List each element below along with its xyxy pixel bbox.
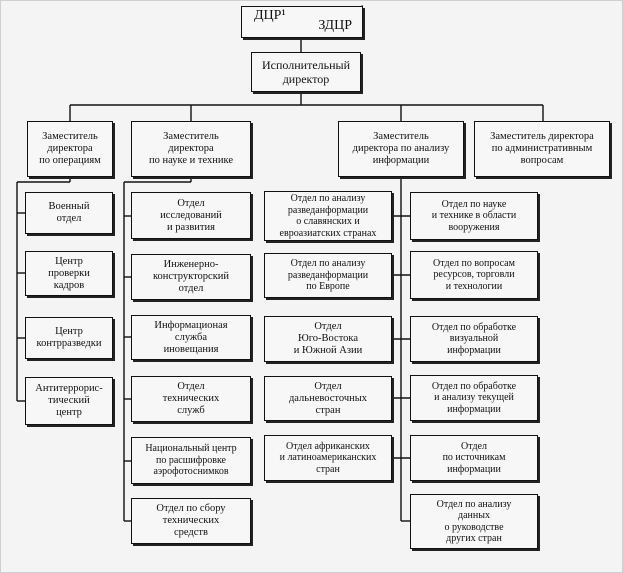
technical-services-dept-box: Отдел технических служб	[131, 376, 251, 422]
deputy-dcr-label: ЗДЦР	[318, 18, 352, 33]
africa-latin-america-box: Отдел африканских и латиноамериканских с…	[264, 435, 392, 481]
counterterrorism-center-box: Антитеррорис- тический центр	[25, 377, 113, 425]
military-dept-box: Военный отдел	[25, 192, 113, 234]
foreign-broadcast-service-box: Информационая служба иновещания	[131, 315, 251, 360]
imagery-processing-box: Отдел по обработке визуальной информации	[410, 316, 538, 362]
far-east-dept-box: Отдел дальневосточных стран	[264, 376, 392, 421]
photo-interpretation-center-box: Национальный центр по расшифровке аэрофо…	[131, 437, 251, 484]
director-box: ДЦР¹ ЗДЦР	[241, 6, 363, 38]
personnel-check-center-box: Центр проверки кадров	[25, 251, 113, 296]
europe-analysis-box: Отдел по анализу разведанформации по Евр…	[264, 253, 392, 298]
current-intel-analysis-box: Отдел по обработке и анализу текущей инф…	[410, 375, 538, 421]
technical-collection-dept-box: Отдел по сбору технических средств	[131, 498, 251, 544]
deputy-science-box: Заместитель директора по науке и технике	[131, 121, 251, 177]
dcr-label: ДЦР¹	[254, 8, 286, 23]
deputy-admin-box: Заместитель директора по административны…	[474, 121, 610, 177]
slavic-eurasian-analysis-box: Отдел по анализу разведанформации о слав…	[264, 191, 392, 241]
engineering-dept-box: Инженерно- конструкторский отдел	[131, 254, 251, 300]
executive-director-box: Исполнительный директор	[251, 52, 361, 92]
information-sources-box: Отдел по источникам информации	[410, 435, 538, 481]
resources-trade-tech-box: Отдел по вопросам ресурсов, торговли и т…	[410, 251, 538, 299]
foreign-leadership-analysis-box: Отдел по анализу данных о руководстве др…	[410, 494, 538, 549]
weapons-science-tech-box: Отдел по науке и технике в области воору…	[410, 192, 538, 240]
deputy-operations-box: Заместитель директора по операциям	[27, 121, 113, 177]
counterintelligence-center-box: Центр контрразведки	[25, 317, 113, 359]
deputy-analysis-box: Заместитель директора по анализу информа…	[338, 121, 464, 177]
southeast-south-asia-box: Отдел Юго-Востока и Южной Азии	[264, 316, 392, 362]
research-dept-box: Отдел исследований и развития	[131, 192, 251, 239]
